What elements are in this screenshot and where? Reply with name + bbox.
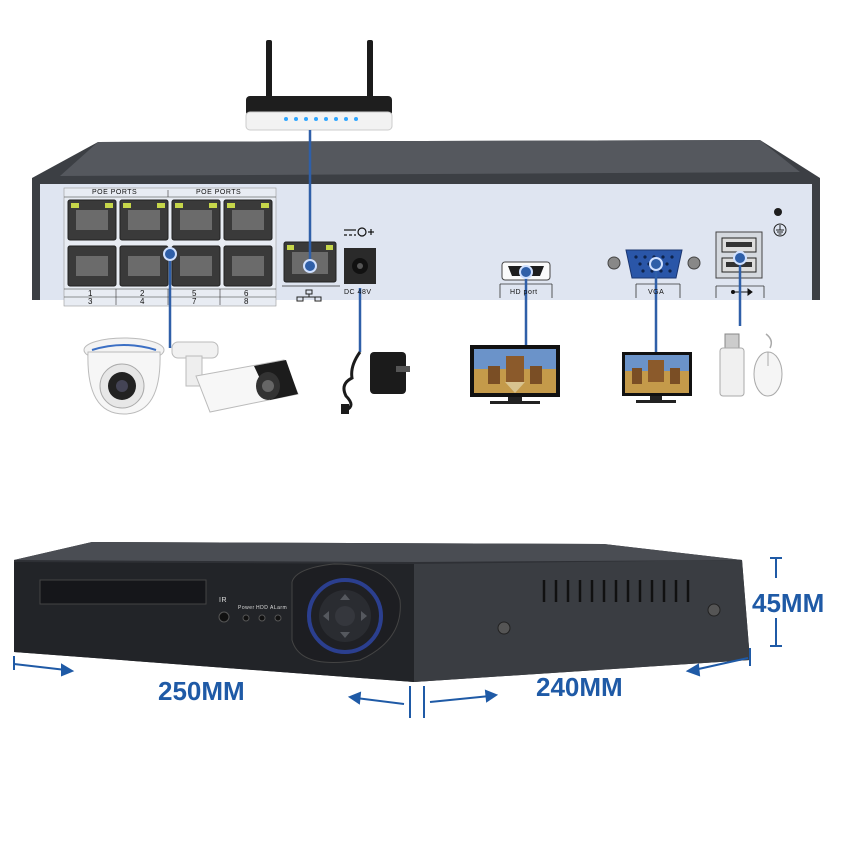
bullet-camera-icon (171, 341, 299, 413)
rear-panel-diagram (32, 40, 820, 415)
height-dimension: 45MM (752, 588, 825, 618)
port-number: 4 (140, 297, 145, 306)
indicator-light (774, 208, 782, 216)
power-jack[interactable] (344, 248, 376, 284)
usb-symbol-icon (731, 288, 753, 296)
width-dimension: 250MM (158, 676, 245, 706)
power-led-label: Power (238, 605, 255, 611)
dome-camera-icon (83, 337, 165, 415)
hdd-led (258, 614, 266, 622)
ground-icon (773, 223, 787, 237)
port-number: 7 (192, 297, 197, 306)
connector-lines (168, 130, 742, 354)
router-icon (245, 40, 393, 131)
alarm-led-label: ALarm (270, 605, 288, 611)
alarm-led (274, 614, 282, 622)
vga-label: VGA (648, 289, 665, 296)
ir-label: IR (219, 597, 227, 604)
usb-drive-icon (719, 333, 745, 397)
poe-ports[interactable] (67, 199, 273, 287)
power-label: DC 48V (344, 289, 372, 296)
mouse-icon (753, 333, 783, 397)
depth-dimension: 240MM (536, 672, 623, 702)
power-adapter-icon (341, 351, 410, 414)
hdd-led-label: HDD (256, 605, 269, 611)
front-view-diagram (13, 542, 782, 718)
dimension-arrows (13, 557, 782, 718)
port-number: 2 (140, 289, 145, 298)
hdmi-label: HD port (510, 289, 538, 296)
ir-sensor (218, 611, 230, 623)
poe-label-right: POE PORTS (196, 189, 242, 196)
network-icon (296, 289, 322, 302)
power-led (242, 614, 250, 622)
side-vents (542, 580, 690, 602)
vga-monitor-icon (622, 352, 692, 403)
port-number: 1 (88, 289, 93, 298)
navigation-dial[interactable] (291, 563, 401, 663)
port-number: 5 (192, 289, 197, 298)
poe-label-left: POE PORTS (92, 189, 138, 196)
port-number: 3 (88, 297, 93, 306)
port-number: 6 (244, 289, 249, 298)
hdmi-monitor-icon (470, 345, 560, 404)
port-number: 8 (244, 297, 249, 306)
dc-polarity-icon (344, 227, 374, 237)
